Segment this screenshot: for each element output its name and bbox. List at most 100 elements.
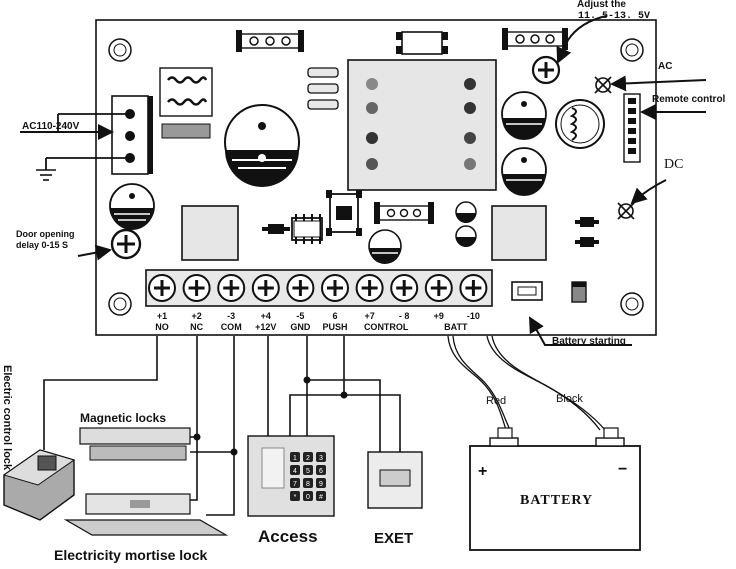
- battery-leads: [447, 335, 606, 431]
- battery-starting-label: Battery starting: [552, 336, 626, 347]
- adjust-title: Adjust the: [577, 0, 626, 10]
- keypad-key-label: 4: [293, 468, 297, 475]
- electric-control-lock-image: [2, 449, 76, 521]
- mortise-lock-image: [63, 493, 229, 536]
- keypad-key: [290, 491, 300, 501]
- capacitor-small-pair: [455, 201, 477, 247]
- capacitor-right-top: [501, 91, 547, 140]
- keypad-key-label: 6: [319, 468, 323, 475]
- door-delay-line1: Door opening: [16, 229, 75, 239]
- connector-middle: [374, 202, 434, 224]
- keypad-key: [303, 465, 313, 475]
- terminal-number: -3: [227, 311, 236, 321]
- diode-left: [262, 224, 290, 234]
- voltage-adjust-pot: [531, 55, 561, 85]
- battery-minus: −: [618, 461, 628, 478]
- keypad-key: [316, 491, 326, 501]
- battery: [469, 427, 641, 551]
- terminal-number: -5: [296, 311, 305, 321]
- terminal-name: NO: [155, 322, 169, 332]
- keypad-key: [316, 465, 326, 475]
- top-chip: [396, 31, 448, 55]
- regulator: [326, 190, 362, 236]
- ac-label: AC: [658, 61, 673, 72]
- battery-label: BATTERY: [520, 493, 594, 508]
- keypad-key: [290, 478, 300, 488]
- magnetic-locks-label: Magnetic locks: [80, 411, 167, 425]
- connector-top-left: [236, 30, 304, 52]
- keypad-key: [290, 465, 300, 475]
- inductor-coil: [555, 99, 605, 149]
- keypad-key: [316, 452, 326, 462]
- keypad-key: [303, 491, 313, 501]
- red-wire-label: Red: [486, 395, 507, 407]
- input-arrows: [20, 15, 707, 346]
- terminal-name: CONTROL: [363, 322, 409, 332]
- terminal-number: - 8: [398, 311, 410, 321]
- resistors: [307, 67, 339, 110]
- keypad-key: [290, 452, 300, 462]
- access-label: Access: [258, 527, 318, 546]
- capacitor-middle: [368, 229, 402, 264]
- keypad-key-label: 3: [319, 455, 323, 462]
- terminal-number: +1: [156, 311, 168, 321]
- terminal-number: 6: [332, 311, 338, 321]
- keypad-key-label: 0: [306, 494, 310, 501]
- terminal-number: +9: [433, 311, 444, 321]
- terminal-screws: [148, 274, 488, 302]
- junction-dots: [193, 376, 348, 456]
- terminal-number: -10: [466, 311, 480, 321]
- door-delay-pot: [110, 228, 142, 260]
- dc-label: DC: [664, 157, 684, 172]
- mounting-holes: [108, 38, 644, 316]
- keypad-key: [303, 478, 313, 488]
- ic-chip: [291, 214, 323, 244]
- terminal-number: +2: [191, 311, 202, 321]
- transformer: [347, 59, 497, 191]
- relay-right: [491, 205, 547, 261]
- ground-symbol: [36, 169, 56, 181]
- connector-top-right: [502, 28, 568, 50]
- main-capacitor: [224, 104, 300, 187]
- capacitor-right-bottom: [501, 147, 547, 196]
- electric-control-lock-label: Electric control lock: [1, 365, 13, 471]
- keypad-key-label: #: [319, 494, 323, 501]
- keypad-key-label: 5: [306, 468, 310, 475]
- keypad-key-label: 1: [293, 455, 297, 462]
- keypad-key-label: *: [294, 494, 297, 501]
- magnetic-lock-image: [79, 427, 191, 461]
- ac-lead-wires: [45, 113, 128, 170]
- dc-led: [617, 202, 635, 220]
- terminal-name: +12V: [255, 322, 277, 332]
- terminal-name: NC: [190, 322, 204, 332]
- remote-control-label: Remote control: [652, 94, 726, 105]
- capacitor-left: [109, 183, 155, 230]
- terminal-name: COM: [220, 322, 242, 332]
- black-wire-label: Block: [556, 393, 583, 405]
- keypad-key: [303, 452, 313, 462]
- ac-input-label: AC110-240V: [22, 121, 80, 132]
- terminal-name: BATT: [444, 322, 468, 332]
- keypad-key-label: 2: [306, 455, 310, 462]
- terminal-name: PUSH: [322, 322, 348, 332]
- keypad-key-label: 8: [306, 481, 310, 488]
- terminal-number: +4: [260, 311, 271, 321]
- exit-label: EXET: [374, 530, 414, 547]
- battery-plus: +: [478, 463, 488, 480]
- ac-led: [594, 76, 612, 94]
- relay-left: [181, 205, 239, 261]
- terminal-name: GND: [290, 322, 311, 332]
- battery-start-button: [511, 281, 543, 301]
- keypad-key-label: 7: [293, 481, 297, 488]
- keypad-key: [316, 478, 326, 488]
- exit-button-panel: [367, 451, 423, 509]
- mortise-lock-label: Electricity mortise lock: [54, 547, 208, 563]
- ac-terminal-block: [111, 95, 153, 175]
- remote-control-header: [623, 93, 641, 163]
- door-delay-line2: delay 0-15 S: [16, 240, 69, 250]
- battery-fuse: [571, 281, 587, 303]
- output-wires: [43, 336, 401, 516]
- diodes-right: [575, 217, 599, 247]
